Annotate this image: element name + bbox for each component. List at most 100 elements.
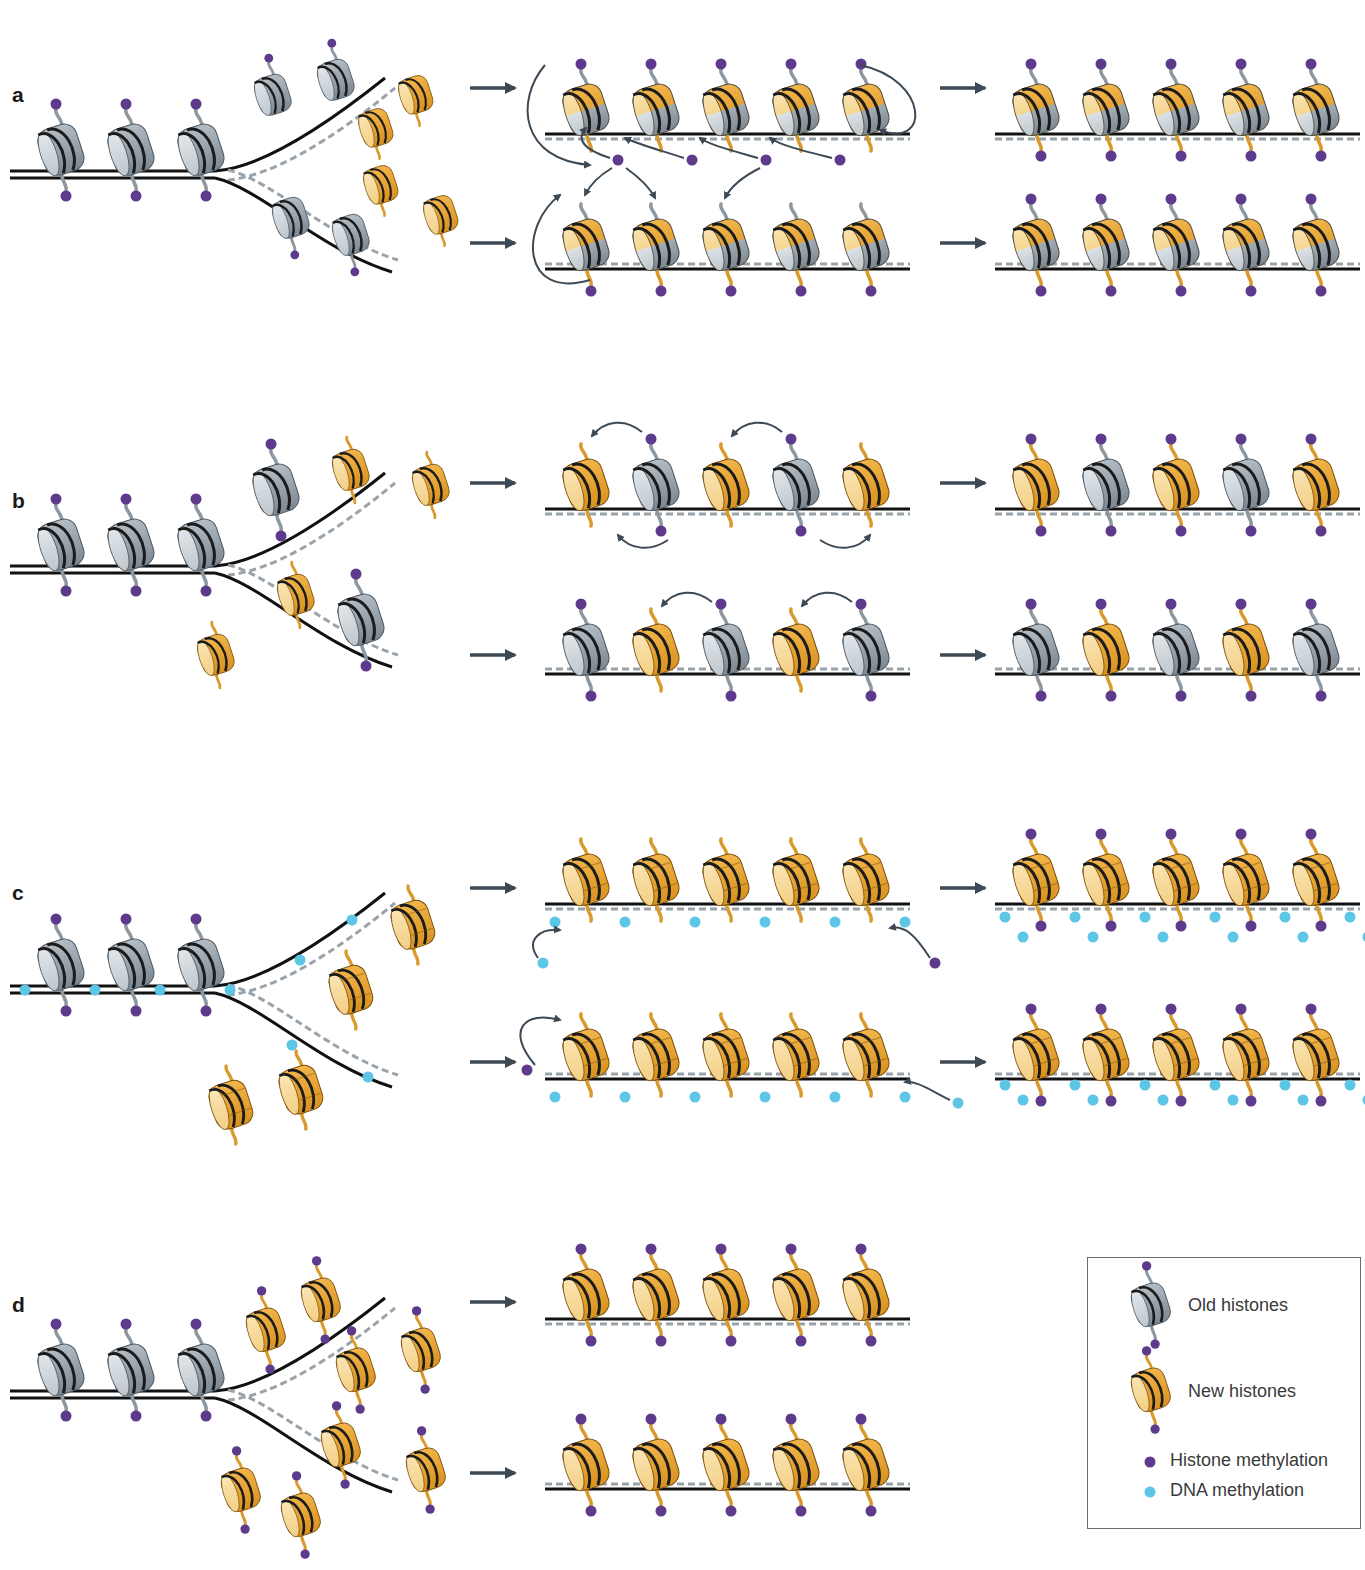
histone-methyl-dot xyxy=(796,1336,807,1347)
histone-methyl-dot xyxy=(646,434,657,445)
histone-methyl-dot xyxy=(121,1319,132,1330)
drawing-part xyxy=(560,1266,613,1324)
histone-methyl-dot xyxy=(1036,921,1047,932)
histone-methyl-dot xyxy=(716,599,727,610)
histone-methyl-dot xyxy=(1236,829,1247,840)
histone-methyl-dot xyxy=(646,1414,657,1425)
step-arrow xyxy=(470,1060,515,1064)
drawing-part xyxy=(1232,84,1264,133)
histone-methyl-dot xyxy=(266,439,277,450)
drawing-part xyxy=(1219,621,1273,679)
drawing-part xyxy=(1232,459,1264,508)
histone-methyl-dot xyxy=(1142,1346,1151,1355)
drawing-part xyxy=(218,1081,248,1128)
drawing-part xyxy=(852,1269,884,1318)
nucleosome xyxy=(1079,434,1133,537)
drawing-part xyxy=(642,1269,674,1318)
drawing-part xyxy=(787,862,817,890)
drawing-part xyxy=(699,216,753,274)
drawing-part xyxy=(1219,629,1248,678)
drawing-part xyxy=(769,1266,823,1324)
drawing-part xyxy=(421,193,461,237)
histone-methyl-dot xyxy=(61,1006,72,1017)
step-arrow xyxy=(940,653,985,657)
drawing-part xyxy=(572,219,604,268)
histone-methyl-dot xyxy=(1316,526,1327,537)
histone-methyl-dot xyxy=(1106,526,1117,537)
drawing-part xyxy=(1232,624,1264,673)
nucleosome xyxy=(1009,434,1063,537)
nucleosome xyxy=(1009,194,1063,297)
methyl-dot xyxy=(1158,932,1169,943)
drawing-part xyxy=(647,862,677,890)
histone-methyl-dot xyxy=(1236,59,1247,70)
drawing-part xyxy=(1290,81,1343,139)
nucleosome xyxy=(420,193,460,246)
drawing-part xyxy=(333,1352,358,1393)
drawing-part xyxy=(1232,854,1264,903)
drawing-part xyxy=(187,939,219,988)
drawing-part xyxy=(228,88,395,180)
drawing-part xyxy=(1079,464,1108,513)
drawing-part xyxy=(10,170,215,173)
histone-methyl-dot xyxy=(1142,1261,1151,1270)
drawing-part xyxy=(572,854,604,903)
histone-methyl-dot xyxy=(51,494,62,505)
drawing-part xyxy=(1307,1037,1337,1065)
drawing-part xyxy=(174,1341,228,1399)
drawing-part xyxy=(717,862,747,890)
histone-methyl-dot xyxy=(866,1336,877,1347)
drawing-part xyxy=(1022,459,1054,508)
legend-text: New histones xyxy=(1188,1382,1296,1402)
methyl-dot xyxy=(363,1072,374,1083)
methyl-dot xyxy=(225,985,236,996)
drawing-part xyxy=(1237,1037,1267,1065)
drawing-part xyxy=(1289,1034,1318,1083)
drawing-part xyxy=(34,524,63,573)
histone-methyl-dot xyxy=(201,191,212,202)
histone-methyl-dot xyxy=(1306,829,1317,840)
drawing-part xyxy=(769,1436,823,1494)
drawing-part xyxy=(395,80,417,117)
drawing-part xyxy=(1219,859,1248,908)
drawing-part xyxy=(318,1420,364,1470)
drawing-part xyxy=(559,216,613,274)
drawing-part xyxy=(1220,1026,1273,1084)
drawing-part xyxy=(1219,464,1248,513)
histone-methyl-dot xyxy=(351,569,362,580)
drawing-part xyxy=(205,634,230,674)
curved-arrow xyxy=(732,423,782,436)
drawing-part xyxy=(252,72,294,118)
nucleosome xyxy=(629,434,683,537)
drawing-part xyxy=(1289,456,1343,514)
nucleosome xyxy=(104,99,158,202)
drawing-part xyxy=(770,1026,823,1084)
nucleosome xyxy=(329,212,372,277)
drawing-part xyxy=(782,624,814,673)
drawing-part xyxy=(105,936,158,994)
histone-methyl-dot xyxy=(796,1506,807,1517)
drawing-part xyxy=(104,129,133,178)
drawing-part xyxy=(630,216,683,274)
drawing-part xyxy=(318,1420,363,1469)
histone-methyl-dot xyxy=(716,59,727,70)
histone-methyl-dot xyxy=(1176,921,1187,932)
drawing-part xyxy=(387,905,415,951)
drawing-part xyxy=(175,516,228,574)
drawing-part xyxy=(205,1085,233,1131)
methyl-dot xyxy=(761,155,772,166)
nucleosome xyxy=(1219,434,1273,537)
drawing-part xyxy=(343,973,371,1000)
nucleosome xyxy=(839,1014,893,1096)
histone-methyl-dot xyxy=(1026,599,1037,610)
drawing-part xyxy=(699,859,728,908)
nucleosome xyxy=(174,1319,228,1422)
histone-methyl-dot xyxy=(1316,151,1327,162)
drawing-part xyxy=(629,224,658,273)
histone-methyl-dot xyxy=(1096,829,1107,840)
histone-methyl-dot xyxy=(856,1244,867,1255)
drawing-part xyxy=(1290,1026,1343,1084)
drawing-part xyxy=(839,1026,893,1084)
histone-methyl-dot xyxy=(347,1326,356,1335)
